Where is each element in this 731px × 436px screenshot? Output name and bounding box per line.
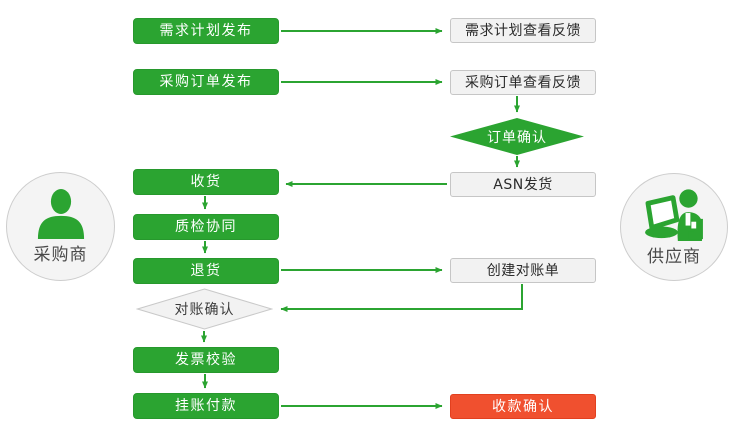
node-demand-plan-feedback: 需求计划查看反馈 <box>450 18 596 43</box>
node-reconcile-confirm-label: 对账确认 <box>174 302 235 318</box>
node-order-confirm-label: 订单确认 <box>487 129 547 146</box>
node-receive-goods: 收货 <box>133 169 279 195</box>
person-silhouette-icon <box>37 188 84 239</box>
node-purchase-order-feedback: 采购订单查看反馈 <box>450 70 596 95</box>
node-order-confirm-decision: 订单确认 <box>450 118 584 155</box>
node-invoice-check: 发票校验 <box>133 347 279 373</box>
person-at-laptop-icon <box>645 189 703 241</box>
actor-buyer-label: 采购商 <box>33 244 88 265</box>
node-receipt-confirm: 收款确认 <box>450 394 596 419</box>
node-return-goods: 退货 <box>133 258 279 284</box>
node-quality-check: 质检协同 <box>133 214 279 240</box>
node-demand-plan-publish: 需求计划发布 <box>133 18 279 44</box>
node-asn-ship: ASN发货 <box>450 172 596 197</box>
node-purchase-order-publish: 采购订单发布 <box>133 69 279 95</box>
node-pending-payment: 挂账付款 <box>133 393 279 419</box>
node-reconcile-confirm-decision: 对账确认 <box>136 288 273 330</box>
actor-buyer: 采购商 <box>6 172 115 281</box>
node-create-statement: 创建对账单 <box>450 258 596 283</box>
actor-supplier: 供应商 <box>620 173 728 281</box>
actor-supplier-label: 供应商 <box>647 247 701 267</box>
